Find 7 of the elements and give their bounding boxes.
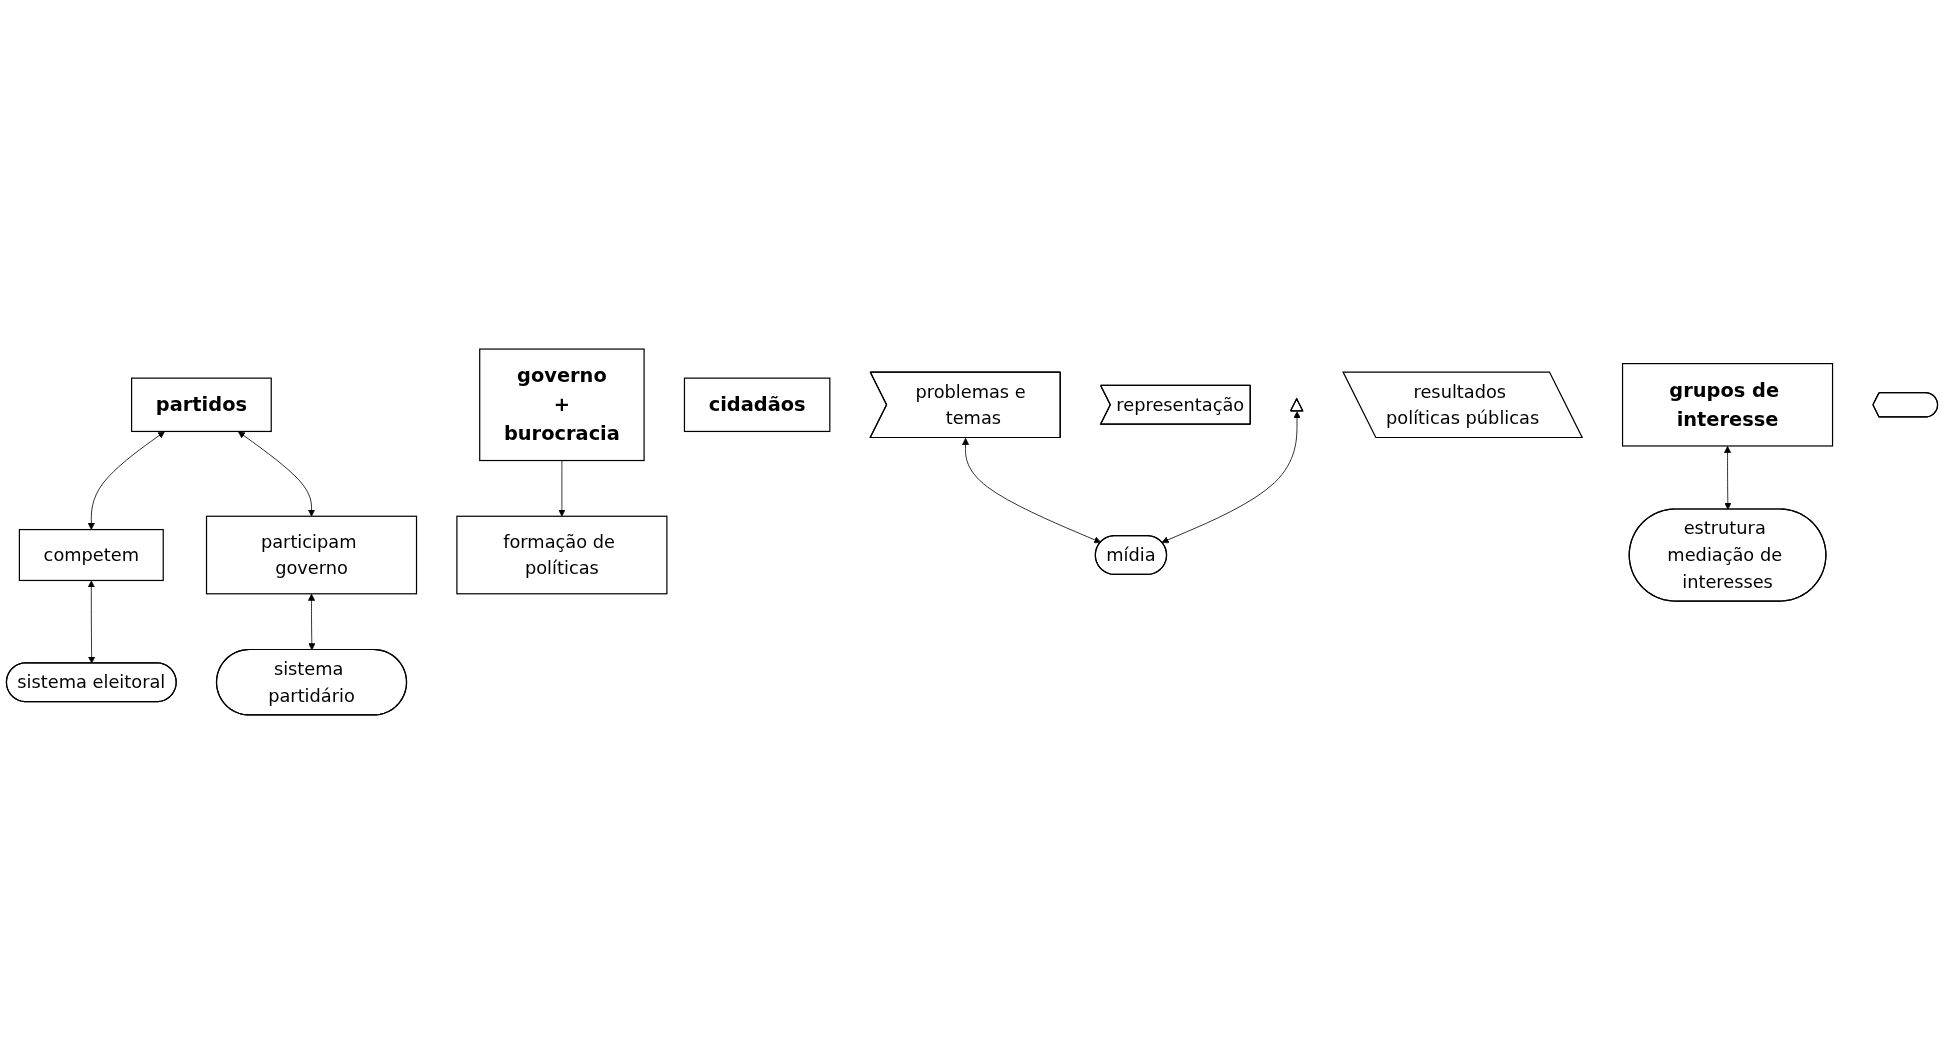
node-box: formação de políticas [456,515,668,595]
node-box: competem [18,528,164,582]
node-box: governo + burocracia [479,348,645,462]
node-box: partidos [131,377,272,433]
node-box: participam governo [205,515,418,595]
node-box: grupos de interesse [1621,363,1834,447]
node-box: cidadãos [683,377,831,433]
